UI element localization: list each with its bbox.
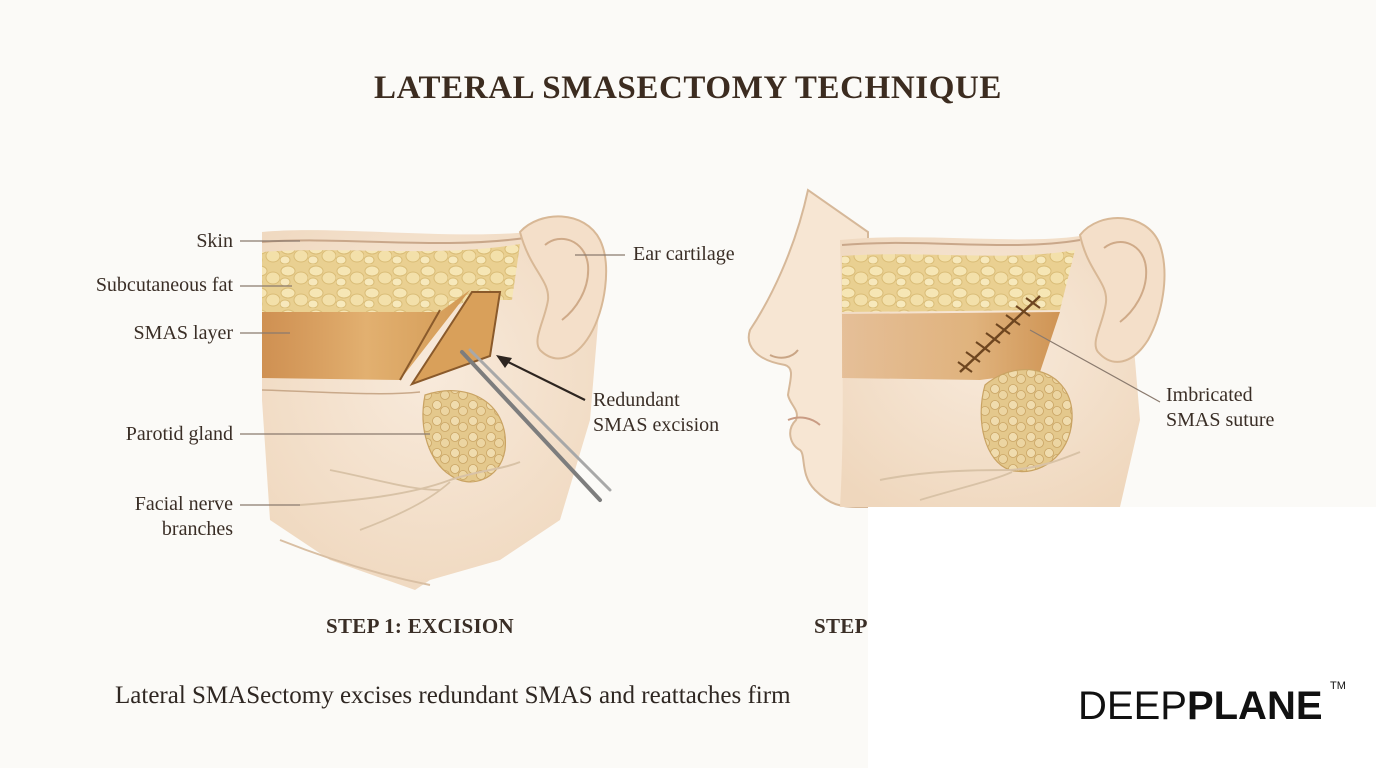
label-parotid-gland: Parotid gland [125,423,233,445]
trademark-symbol: TM [1330,680,1346,692]
label-imbricated-smas-suture: Imbricated SMAS suture [1166,383,1274,433]
caption: Lateral SMASectomy excises redundant SMA… [115,682,791,709]
label-skin: Skin [196,230,233,252]
step2-illustration [747,188,1166,508]
step2-heading: STEP [814,614,868,638]
deepplane-logo: DEEPPLANE [1078,684,1323,729]
label-redundant-line2: SMAS excision [593,414,720,436]
label-redundant-line1: Redundant [593,389,680,411]
occlusion-block [868,507,1376,768]
label-imbricated-line2: SMAS suture [1166,409,1275,431]
label-facial-nerve-line2: branches [161,518,233,540]
logo-light-text: DEEP [1078,684,1187,728]
label-redundant-smas-excision: Redundant SMAS excision [593,388,719,438]
diagram-title: LATERAL SMASECTOMY TECHNIQUE [373,70,1003,106]
label-subcutaneous-fat: Subcutaneous fat [95,274,233,296]
step1-heading: STEP 1: EXCISION [326,614,515,638]
label-imbricated-line1: Imbricated [1166,384,1253,406]
step1-illustration [240,215,625,590]
logo-bold-text: PLANE [1186,684,1323,728]
label-facial-nerve-line1: Facial nerve [134,493,233,515]
label-smas-layer: SMAS layer [133,322,233,344]
label-ear-cartilage: Ear cartilage [633,243,735,265]
label-facial-nerve-branches: Facial nerve branches [135,492,233,542]
